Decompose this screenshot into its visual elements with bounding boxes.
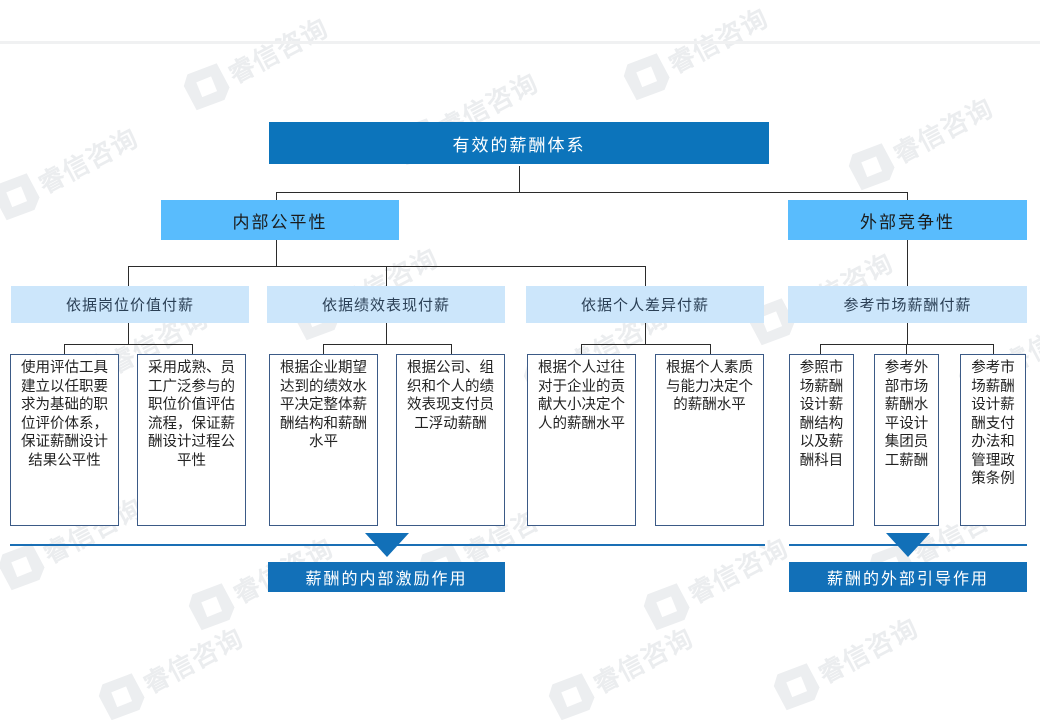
summary-banner-internal[interactable]: 薪酬的内部激励作用 (268, 562, 505, 592)
connector-root-bus (276, 192, 908, 194)
root-node[interactable]: 有效的薪酬体系 (269, 122, 769, 164)
watermark-tile: 睿信咨询 (95, 616, 250, 720)
category-node-1[interactable]: 依据岗位价值付薪 (11, 286, 249, 323)
connector-cat3-stem (645, 323, 647, 345)
connector-branch1-to-cat-1 (128, 266, 130, 286)
branch-node-internal-equity[interactable]: 内部公平性 (161, 200, 399, 240)
connector-cat1-bus (64, 344, 193, 346)
watermark-tile: 睿信咨询 (770, 606, 925, 714)
detail-node-3[interactable]: 根据企业期望达到的绩效水平决定整体薪酬结构和薪酬水平 (269, 354, 378, 526)
connector-cat2-stem (386, 323, 388, 345)
watermark-tile: 睿信咨询 (0, 116, 144, 224)
watermark-text: 睿信咨询 (33, 122, 144, 201)
watermark-tile: 睿信咨询 (845, 86, 1000, 194)
logo-mark-icon (185, 580, 239, 634)
watermark-tile: 睿信咨询 (180, 6, 335, 114)
detail-text: 根据公司、组织和个人的绩效表现支付员工浮动薪酬 (407, 360, 494, 432)
connector-cat2-to-leaf-4 (451, 344, 453, 354)
detail-text: 根据企业期望达到的绩效水平决定整体薪酬结构和薪酬水平 (280, 360, 367, 451)
logo-mark-icon (180, 60, 234, 114)
detail-text: 参考市场薪酬设计薪酬支付办法和管理政策条例 (971, 360, 1015, 488)
connector-cat1-to-leaf-1 (64, 344, 66, 354)
connector-root-stem (519, 166, 521, 193)
logo-mark-icon (95, 670, 149, 720)
watermark-text: 睿信咨询 (813, 612, 924, 691)
watermark-text: 睿信咨询 (223, 12, 334, 91)
logo-mark-icon (0, 170, 44, 224)
watermark-text: 睿信咨询 (888, 92, 999, 171)
connector-cat4-stem (907, 323, 909, 345)
detail-node-5[interactable]: 根据个人过往对于企业的贡献大小决定个人的薪酬水平 (527, 354, 636, 526)
connector-branch1-to-cat-3 (645, 266, 647, 286)
logo-mark-icon (545, 670, 599, 720)
detail-node-4[interactable]: 根据公司、组织和个人的绩效表现支付员工浮动薪酬 (396, 354, 505, 526)
connector-branch2-to-cat-4 (907, 240, 909, 286)
connector-root-to-branch-2 (907, 192, 909, 203)
watermark-text: 睿信咨询 (588, 622, 699, 701)
detail-node-9[interactable]: 参考市场薪酬设计薪酬支付办法和管理政策条例 (960, 354, 1026, 526)
detail-text: 根据个人过往对于企业的贡献大小决定个人的薪酬水平 (538, 360, 625, 432)
connector-cat3-bus (581, 344, 710, 346)
connector-cat2-bus (323, 344, 452, 346)
watermark-text: 睿信咨询 (683, 532, 794, 611)
watermark-tile: 睿信咨询 (545, 616, 700, 720)
connector-root-to-branch-1 (276, 192, 278, 203)
category-node-2[interactable]: 依据绩效表现付薪 (267, 286, 505, 323)
detail-text: 参照市场薪酬设计薪酬结构以及薪酬科目 (799, 360, 844, 469)
connector-cat4-to-leaf-9 (993, 344, 995, 354)
connector-branch1-stem (276, 240, 278, 267)
detail-node-1[interactable]: 使用评估工具建立以任职要求为基础的职位评价体系，保证薪酬设计结果公平性 (10, 354, 119, 526)
detail-node-2[interactable]: 采用成熟、员工广泛参与的职位价值评估流程，保证薪酬设计过程公平性 (137, 354, 246, 526)
connector-cat2-to-leaf-3 (323, 344, 325, 354)
connector-cat3-to-leaf-6 (710, 344, 712, 354)
detail-node-7[interactable]: 参照市场薪酬设计薪酬结构以及薪酬科目 (789, 354, 854, 526)
category-node-3[interactable]: 依据个人差异付薪 (526, 286, 764, 323)
detail-text: 采用成熟、员工广泛参与的职位价值评估流程，保证薪酬设计过程公平性 (148, 360, 235, 469)
logo-mark-icon (845, 140, 899, 194)
header-divider (0, 41, 1040, 44)
logo-mark-icon (640, 580, 694, 634)
detail-node-6[interactable]: 根据个人素质与能力决定个的薪酬水平 (655, 354, 764, 526)
detail-text: 根据个人素质与能力决定个的薪酬水平 (666, 360, 753, 414)
logo-mark-icon (620, 50, 674, 104)
detail-node-8[interactable]: 参考外部市场薪酬水平设计集团员工薪酬 (874, 354, 939, 526)
category-node-4[interactable]: 参考市场薪酬付薪 (788, 286, 1027, 323)
logo-mark-icon (0, 540, 49, 594)
connector-cat1-stem (128, 323, 130, 345)
branch-node-external-competitiveness[interactable]: 外部竞争性 (788, 200, 1027, 240)
watermark-tile: 睿信咨询 (640, 526, 795, 634)
detail-text: 参考外部市场薪酬水平设计集团员工薪酬 (884, 360, 929, 469)
logo-mark-icon (770, 660, 824, 714)
watermark-text: 睿信咨询 (138, 622, 249, 701)
summary-banner-external[interactable]: 薪酬的外部引导作用 (789, 562, 1027, 592)
down-arrow-internal-icon (365, 533, 409, 557)
detail-text: 使用评估工具建立以任职要求为基础的职位评价体系，保证薪酬设计结果公平性 (21, 360, 108, 469)
connector-branch1-to-cat-2 (386, 266, 388, 286)
watermark-tile: 睿信咨询 (620, 0, 775, 104)
connector-cat3-to-leaf-5 (581, 344, 583, 354)
connector-cat4-to-leaf-8 (906, 344, 908, 354)
connector-cat4-to-leaf-7 (820, 344, 822, 354)
connector-cat1-to-leaf-2 (192, 344, 194, 354)
down-arrow-external-icon (886, 533, 930, 557)
